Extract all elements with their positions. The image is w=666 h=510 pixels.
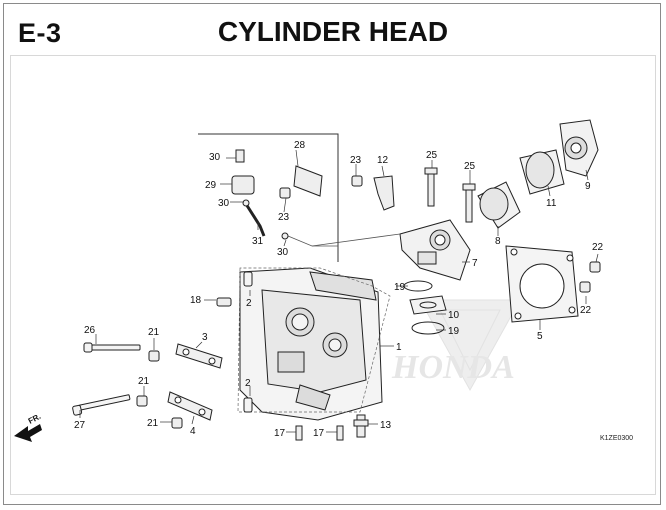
diagram-area <box>10 55 656 495</box>
subassembly-bracket <box>198 133 339 262</box>
bolt-18-part <box>216 297 232 307</box>
sensor-assembly-part <box>231 149 323 240</box>
arrow-left-icon <box>14 424 42 442</box>
front-direction-indicator: FR. <box>14 412 42 442</box>
spark-plug-part <box>353 414 369 438</box>
head-outline <box>237 267 391 413</box>
callout-29: 30 <box>209 152 221 163</box>
throttle-body-part <box>477 119 599 229</box>
callout-labels: 30 28 29 30 23 31 30 23 12 25 25 7 19 10… <box>74 140 604 439</box>
callout-5: 5 <box>537 331 543 342</box>
stud-bolt-part <box>72 342 141 416</box>
clip-part <box>351 175 395 211</box>
cylinder-head-part <box>239 267 383 421</box>
plate-part <box>167 343 223 421</box>
callout-19a: 19 <box>394 282 406 293</box>
callout-3: 3 <box>202 332 208 343</box>
fr-label: FR. <box>27 412 43 426</box>
callout-22a: 22 <box>592 242 604 253</box>
callout-2b: 2 <box>245 378 251 389</box>
callout-30b: 30 <box>277 247 289 258</box>
callout-26a: 26 <box>84 325 96 336</box>
pin-22-part <box>579 261 601 293</box>
callout-2a: 2 <box>246 298 252 309</box>
callout-21b: 21 <box>138 376 150 387</box>
callout-31: 31 <box>252 236 264 247</box>
callout-21c: 21 <box>147 418 159 429</box>
callout-1: 1 <box>396 342 402 353</box>
callout-9: 9 <box>585 181 591 192</box>
callout-27: 28 <box>294 140 306 151</box>
callout-17a: 17 <box>274 428 286 439</box>
callout-17b: 17 <box>313 428 325 439</box>
callout-25a: 25 <box>426 150 438 161</box>
nut-part <box>136 350 183 429</box>
callout-18: 18 <box>190 295 202 306</box>
insulator-part <box>399 219 471 281</box>
callout-23a: 23 <box>278 212 290 223</box>
callout-30a: 30 <box>218 198 230 209</box>
watermark-text: HONDA <box>391 349 515 386</box>
dowel-pin-part <box>243 271 253 413</box>
bolt-25-part <box>424 167 476 223</box>
callout-4: 4 <box>190 426 196 437</box>
callout-12: 12 <box>377 155 389 166</box>
callout-23b: 23 <box>350 155 362 166</box>
leader-lines <box>79 149 599 433</box>
callout-22b: 22 <box>580 305 592 316</box>
callout-19b: 19 <box>448 326 460 337</box>
page-title: CYLINDER HEAD <box>217 16 449 47</box>
callout-25b: 25 <box>464 161 476 172</box>
gasket-part <box>403 280 447 335</box>
section-code: E-3 <box>18 18 62 48</box>
callout-11: 11 <box>546 198 557 209</box>
callout-13: 13 <box>380 420 392 431</box>
callout-7: 7 <box>472 258 478 269</box>
honda-watermark: HONDA <box>391 299 521 392</box>
reference-code: K1ZE0300 <box>600 435 633 442</box>
callout-10: 10 <box>448 310 460 321</box>
gasket-5-part <box>505 245 579 323</box>
callout-21a: 21 <box>148 327 160 338</box>
callout-26b: 27 <box>74 420 86 431</box>
callout-8: 8 <box>495 236 501 247</box>
callout-28: 29 <box>205 180 217 191</box>
page-frame <box>3 3 661 505</box>
stud-17-part <box>295 425 344 441</box>
